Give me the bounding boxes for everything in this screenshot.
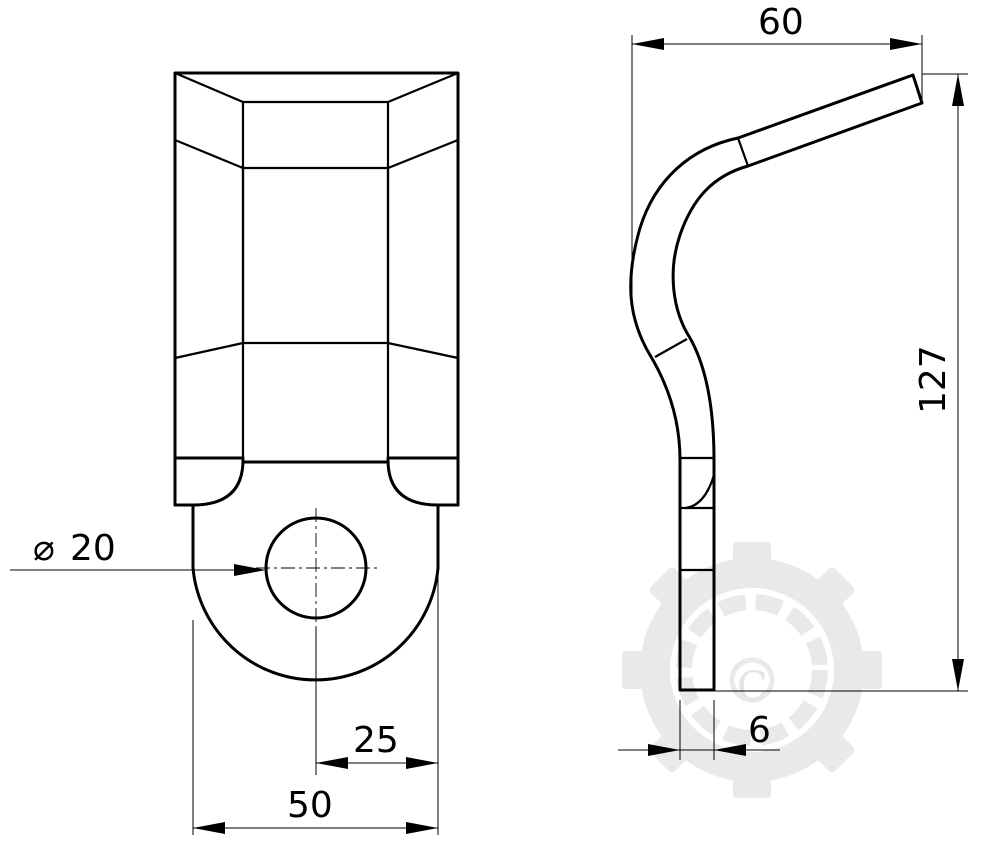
side-view <box>629 73 924 692</box>
front-view-outline-upper <box>173 71 460 507</box>
dim-thickness: 6 <box>618 700 780 760</box>
width-arrow-left <box>193 822 225 834</box>
radius-arrow-right <box>406 757 438 769</box>
front-view <box>173 71 460 682</box>
dim-hole-diameter: ⌀ 20 <box>10 528 266 576</box>
dim-overall-depth: 60 <box>631 2 923 300</box>
dim-width: 50 <box>192 620 438 835</box>
radius-arrow-left <box>316 757 348 769</box>
depth-arrow-right <box>890 38 922 50</box>
watermark-gear-logo: C <box>622 542 882 798</box>
height-arrow-bottom <box>952 659 964 691</box>
front-view-facets <box>174 138 459 360</box>
thickness-arrow-right <box>714 744 746 756</box>
side-view-outline <box>629 73 924 692</box>
height-value: 127 <box>913 345 954 414</box>
width-value: 50 <box>287 785 333 826</box>
front-view-bevel-top <box>174 71 459 460</box>
gear-logo-icon <box>622 542 882 798</box>
radius-value: 25 <box>353 720 399 761</box>
depth-arrow-left <box>632 38 664 50</box>
hole-diameter-arrow <box>234 564 266 576</box>
side-view-inner-fillet <box>685 474 716 510</box>
thickness-value: 6 <box>748 710 771 751</box>
watermark-letter: C <box>737 664 768 710</box>
depth-value: 60 <box>758 2 804 43</box>
dim-radius: 25 <box>315 568 439 835</box>
front-view-lower-band <box>173 456 460 464</box>
dim-height: 127 <box>714 73 968 692</box>
thickness-arrow-left <box>648 744 680 756</box>
width-arrow-right <box>406 822 438 834</box>
height-arrow-top <box>952 74 964 106</box>
hole-diameter-symbol: ⌀ <box>33 528 55 569</box>
side-view-section-lines <box>654 137 750 572</box>
hole-diameter-value: 20 <box>70 528 116 569</box>
front-view-fillets <box>173 458 460 507</box>
